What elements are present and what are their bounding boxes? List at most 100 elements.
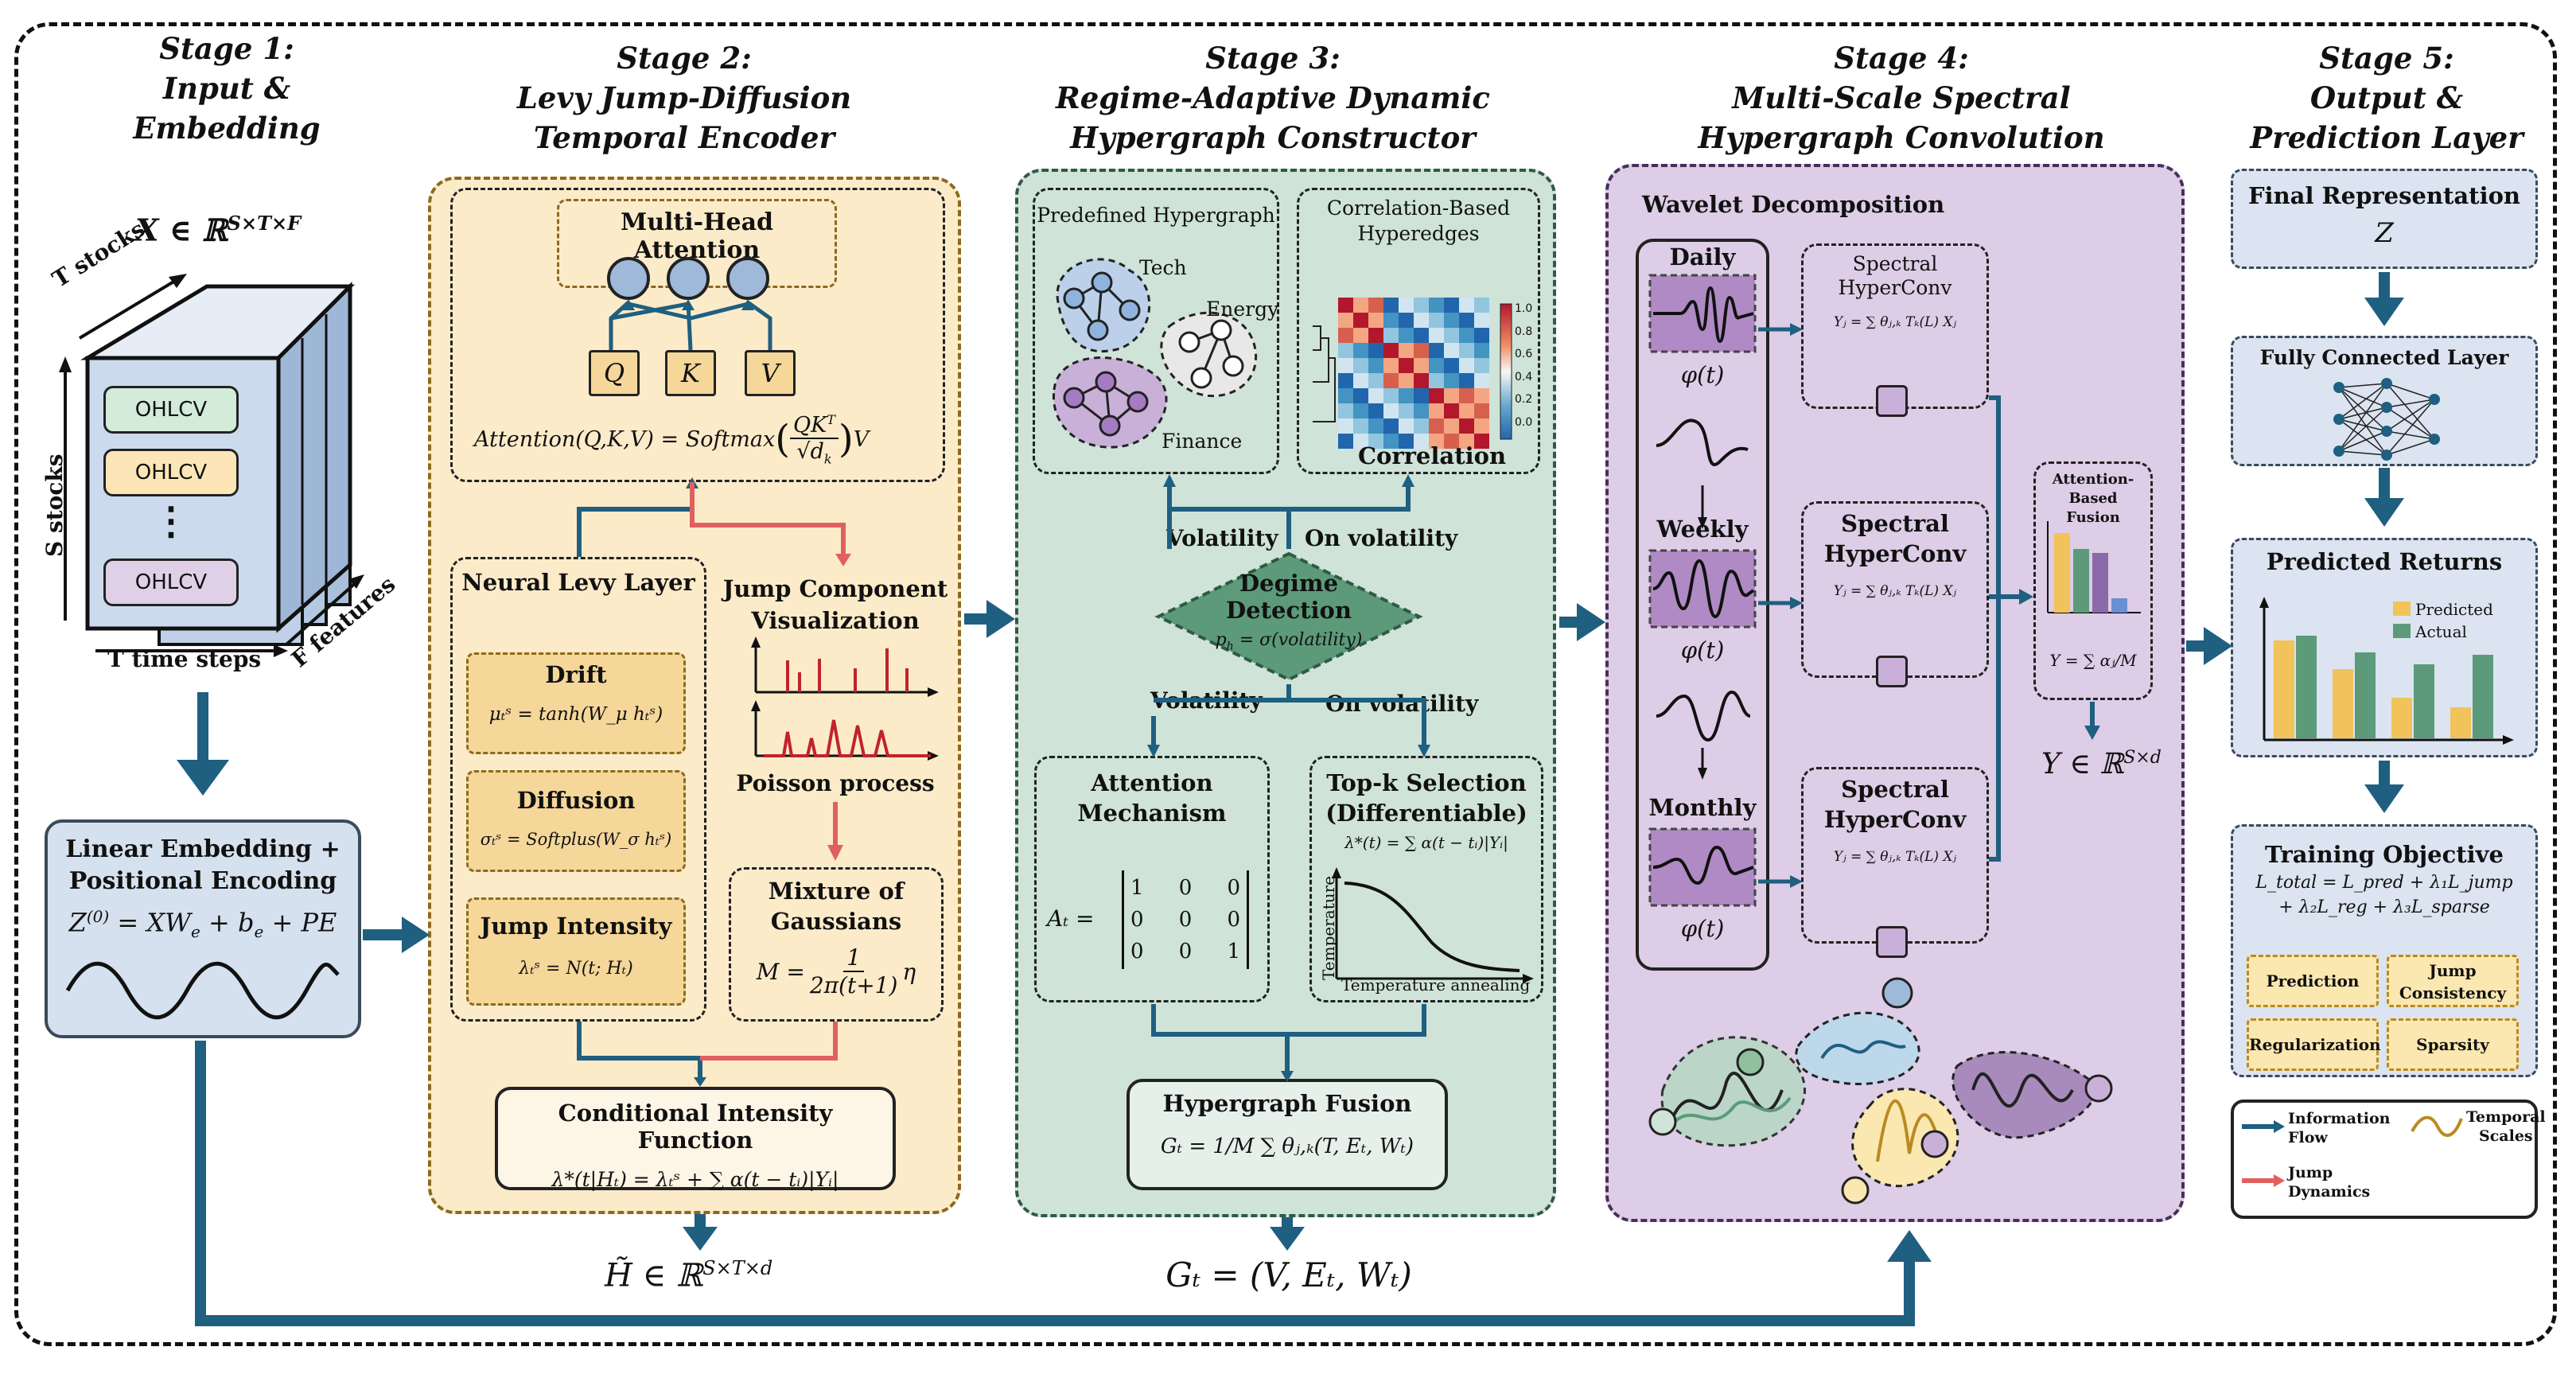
heatmap-cell <box>1338 313 1353 328</box>
daily-to-weekly-wave <box>1656 418 1749 529</box>
correlation-label: Correlation <box>1357 442 1507 469</box>
heatmap-cell <box>1338 358 1353 373</box>
heatmap-cell <box>1368 403 1383 418</box>
heatmap-cell <box>1399 313 1414 328</box>
heatmap-cell <box>1353 418 1368 434</box>
loss-line2: + λ₂L_reg + λ₃L_sparse <box>2278 897 2490 917</box>
drift-box: Drift μₜˢ = tanh(W_μ hₜˢ) <box>466 652 686 754</box>
topk-title-line2: (Differentiable) <box>1325 800 1527 827</box>
bar-actual-3 <box>2414 664 2434 738</box>
heatmap-cell <box>1459 403 1474 418</box>
daily-label: Daily <box>1669 243 1736 271</box>
heatmap-cell <box>1414 418 1429 434</box>
heatmap-cell <box>1353 434 1368 449</box>
jump-intensity-formula: λₜˢ = N(t; Hₜ) <box>519 959 633 979</box>
mixture-formula: M = 1 2π(t+1) η <box>756 944 916 998</box>
attention-mech-line2: Mechanism <box>1077 800 1227 827</box>
heatmap-cell <box>1459 434 1474 449</box>
heatmap-cell <box>1383 388 1399 403</box>
heatmap-cell <box>1429 313 1444 328</box>
ohlcv-ellipsis: ⋮ <box>152 499 190 543</box>
outer-frame <box>14 22 2557 1346</box>
predefined-title: Predefined Hypergraph <box>1037 204 1275 227</box>
heatmap-cell <box>1414 388 1429 403</box>
heatmap-cell <box>1399 298 1414 313</box>
heatmap-cell <box>1338 328 1353 343</box>
stage4-hyperedge-blobs <box>1648 977 2113 1205</box>
heatmap-cell <box>1368 434 1383 449</box>
positional-wave-icon <box>65 961 340 1020</box>
axis-t-steps: T time steps <box>107 646 262 672</box>
heatmap-cell <box>1368 298 1383 313</box>
mixture-title-line1: Mixture of <box>768 878 905 905</box>
heatmap-cell <box>1444 403 1459 418</box>
heatmap-cell <box>1383 434 1399 449</box>
heatmap-cell <box>1353 403 1368 418</box>
heatmap-cell <box>1368 343 1383 358</box>
cif-formula: λ*(t|Hₜ) = λₜˢ + ∑ α(t − tᵢ)|Yᵢ| <box>551 1168 839 1191</box>
hypergraph-fusion-title: Hypergraph Fusion <box>1162 1090 1412 1117</box>
heatmap-cell <box>1368 328 1383 343</box>
drift-formula: μₜˢ = tanh(W_μ hₜˢ) <box>488 704 663 725</box>
heatmap-cell <box>1459 298 1474 313</box>
mixture-box: Mixture of Gaussians M = 1 2π(t+1) η <box>729 867 944 1022</box>
attention-mechanism-box: Attention Mechanism <box>1034 756 1270 1002</box>
attention-fusion-formula: Y = ∑ αⱼ/M <box>2049 651 2137 670</box>
heatmap-cell <box>1474 298 1489 313</box>
heatmap-cell <box>1459 418 1474 434</box>
tag-prediction: Prediction <box>2247 955 2379 1007</box>
heatmap-cell <box>1414 298 1429 313</box>
finance-label: Finance <box>1162 430 1243 453</box>
heatmap-cell <box>1353 298 1368 313</box>
heatmap-cell <box>1429 328 1444 343</box>
on-volatility-label-bottom: On volatility <box>1325 691 1479 717</box>
heatmap-cell <box>1353 388 1368 403</box>
heatmap-cell <box>1399 403 1414 418</box>
heatmap-cell <box>1474 373 1489 388</box>
jump-intensity-box: Jump Intensity λₜˢ = N(t; Hₜ) <box>466 897 686 1006</box>
matrix-label: Aₜ = <box>1047 905 1095 932</box>
q-box: Q <box>589 350 640 396</box>
final-representation-title: Final Representation <box>2247 182 2521 209</box>
heatmap-cell <box>1368 313 1383 328</box>
heatmap-cell <box>1399 358 1414 373</box>
heatmap-cell <box>1429 298 1444 313</box>
heatmap-cell <box>1414 403 1429 418</box>
heatmap-cell <box>1399 343 1414 358</box>
temperature-curve <box>1332 867 1534 983</box>
spectral-formula-1: Yⱼ = ∑ θⱼ,ₖ Tₖ(L) Xⱼ <box>1833 314 1957 330</box>
spectral-node-1 <box>1876 385 1908 417</box>
bar-predicted-3 <box>2391 698 2412 738</box>
heatmap-cell <box>1444 418 1459 434</box>
heatmap-cell <box>1399 418 1414 434</box>
heatmap-cell <box>1383 403 1399 418</box>
legend-icons <box>2242 1115 2463 1187</box>
energy-label: Energy <box>1206 298 1279 321</box>
heatmap-cell <box>1429 373 1444 388</box>
predefined-hypergraph-drawing <box>1052 258 1258 449</box>
heatmap-cell <box>1368 418 1383 434</box>
heatmap-cell <box>1429 343 1444 358</box>
drift-title: Drift <box>545 661 607 688</box>
tech-label: Tech <box>1139 256 1187 279</box>
heatmap-cell <box>1414 373 1429 388</box>
phi-label-2: φ(t) <box>1680 636 1725 664</box>
loss-line1: L_total = L_pred + λ₁L_jump <box>2255 873 2513 893</box>
volatility-label-top: Volatility <box>1166 525 1278 551</box>
heatmap-cell <box>1459 358 1474 373</box>
heatmap-cell <box>1444 388 1459 403</box>
tag-sparsity: Sparsity <box>2387 1018 2519 1071</box>
heatmap-cell <box>1444 343 1459 358</box>
heatmap-cell <box>1353 373 1368 388</box>
temperature-anneal-label: Temperature annealing <box>1341 975 1531 994</box>
v-box: V <box>745 350 796 396</box>
embedding-title-line1: Linear Embedding + <box>65 835 340 863</box>
heatmap-cell <box>1383 328 1399 343</box>
heatmap-cell <box>1459 388 1474 403</box>
